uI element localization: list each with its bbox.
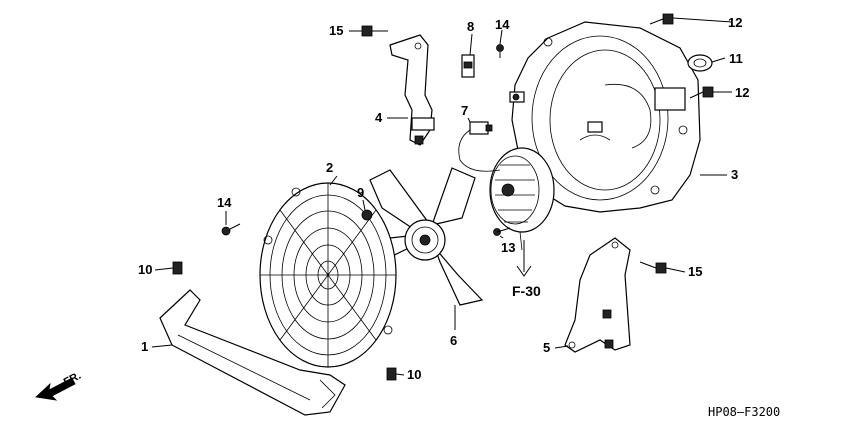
lower-bracket-part — [564, 237, 631, 353]
bolt-12-upper — [649, 13, 674, 25]
fan-guard-part — [259, 182, 397, 368]
callout-5: 5 — [543, 340, 550, 355]
reference-label: F-30 — [512, 283, 541, 299]
callout-1: 1 — [141, 339, 148, 354]
nut-9 — [361, 209, 373, 221]
callout-10-upper: 10 — [138, 262, 152, 277]
callout-15-lower: 15 — [688, 264, 702, 279]
front-direction-label: FR. — [62, 370, 83, 389]
callout-12-lower: 12 — [735, 85, 749, 100]
front-direction-indicator: FR. — [35, 370, 83, 401]
upper-bracket-part — [389, 34, 435, 146]
callout-14-upper: 14 — [495, 17, 510, 32]
screw-13 — [493, 227, 511, 236]
screw-14-upper — [496, 44, 504, 58]
screw-14-lower — [221, 223, 241, 236]
front-arrow-icon — [35, 377, 76, 401]
callout-4: 4 — [375, 110, 383, 125]
callout-numbers: 1 2 3 4 5 6 7 8 9 10 10 11 12 12 13 14 1… — [138, 15, 749, 382]
callout-12-upper: 12 — [728, 15, 742, 30]
fan-blade-part — [369, 167, 484, 306]
callout-7: 7 — [461, 103, 468, 118]
leader-lines — [151, 17, 733, 376]
bolt-15-upper — [361, 25, 388, 37]
callout-15-upper: 15 — [329, 23, 343, 38]
callout-3: 3 — [731, 167, 738, 182]
clamp-part — [687, 54, 713, 72]
lower-cover-part — [159, 289, 346, 416]
callout-8: 8 — [467, 19, 474, 34]
grommet-10-upper — [172, 261, 183, 275]
bolt-15-lower — [639, 261, 667, 274]
callout-14-lower: 14 — [217, 195, 232, 210]
callout-13: 13 — [501, 240, 515, 255]
fan-motor-part — [458, 121, 555, 251]
callout-6: 6 — [450, 333, 457, 348]
callout-11: 11 — [729, 51, 743, 66]
grommet-10-lower — [386, 367, 397, 381]
callout-9: 9 — [357, 185, 364, 200]
callout-10-lower: 10 — [407, 367, 421, 382]
callout-2: 2 — [326, 160, 333, 175]
fan-shroud-part — [509, 21, 701, 213]
clip-part — [461, 54, 475, 78]
diagram-code: HP08–F3200 — [708, 405, 780, 419]
